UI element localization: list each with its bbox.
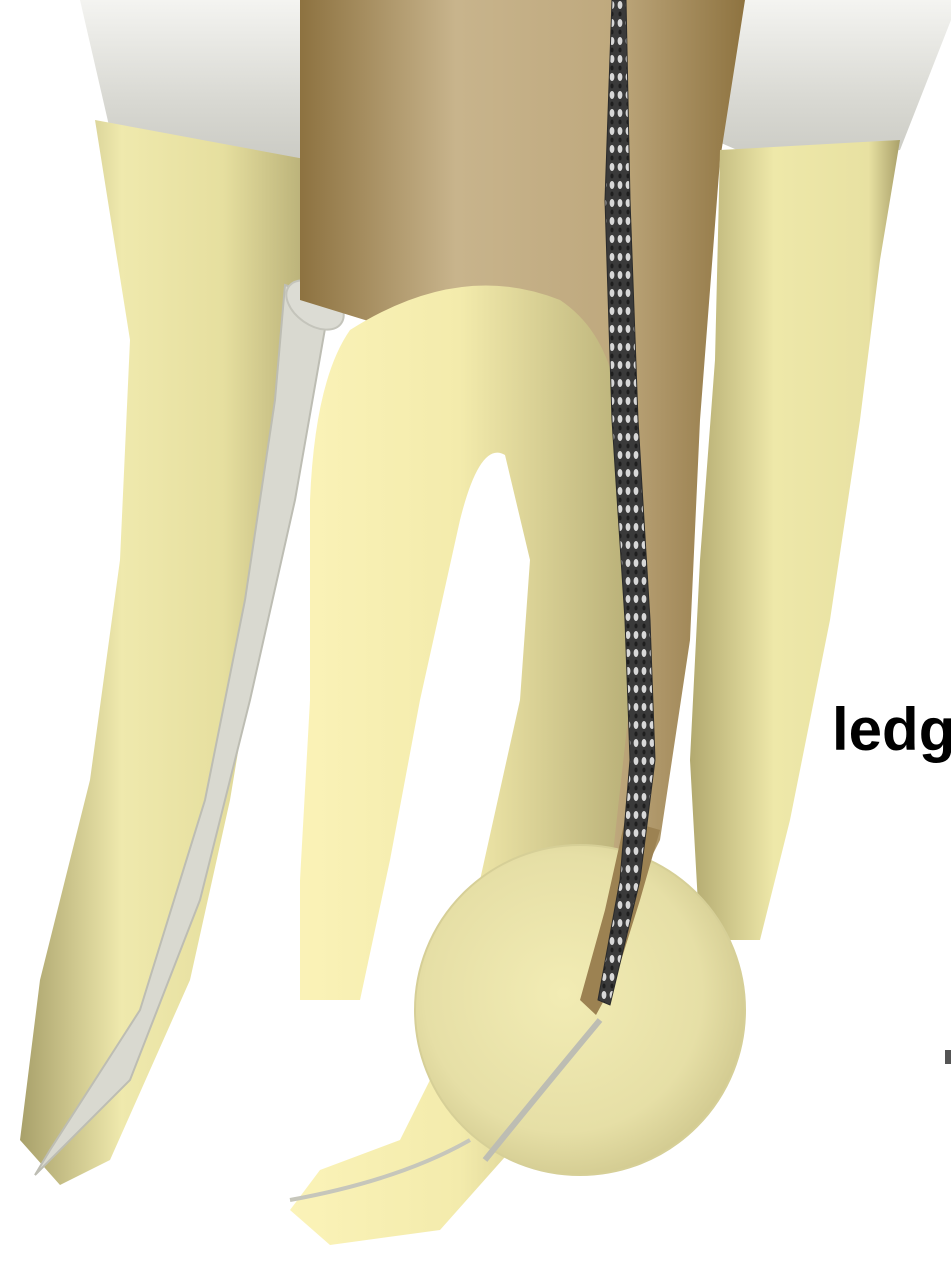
magnifier-circle-icon bbox=[415, 845, 745, 1175]
left-root bbox=[20, 120, 310, 1185]
right-root bbox=[690, 140, 900, 940]
label-pointer-mark bbox=[945, 1050, 951, 1064]
ledge-label: ledg bbox=[832, 700, 951, 760]
